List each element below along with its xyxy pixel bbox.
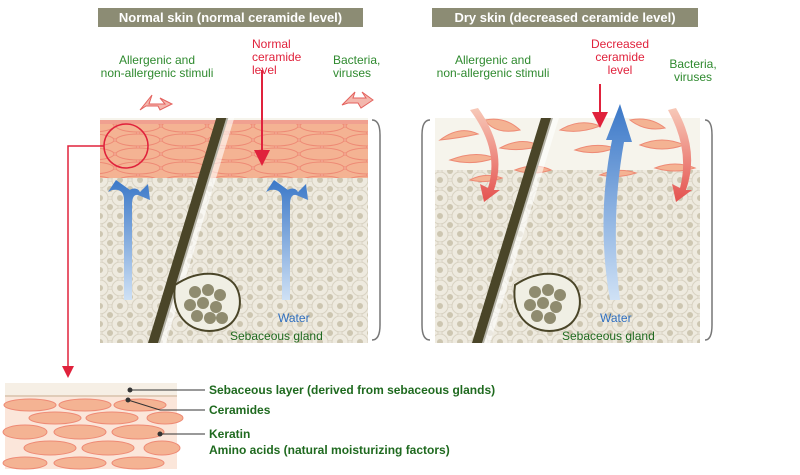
bacteria-label-left: Bacteria, viruses	[333, 53, 381, 80]
stimuli-label-left: Allergenic and non-allergenic stimuli	[100, 53, 214, 80]
normal-skin-panel	[100, 118, 368, 343]
sebaceous-gland-right	[513, 272, 581, 332]
legend-amino-acids: Amino acids (natural moisturizing factor…	[209, 443, 450, 457]
stimuli-arrow-left	[139, 94, 174, 111]
water-label-right: Water	[600, 311, 632, 325]
bracket-left-panel	[371, 119, 381, 341]
stimuli-penetration-arrow	[470, 108, 500, 202]
bracket-right-panel-left	[421, 119, 431, 341]
zoom-connector	[62, 145, 104, 378]
bracket-right-panel-right	[704, 119, 713, 341]
stimuli-label-right: Allergenic and non-allergenic stimuli	[436, 53, 550, 80]
dry-skin-title: Dry skin (decreased ceramide level)	[432, 8, 698, 27]
ceramide-label-left: Normal ceramide level	[252, 37, 302, 77]
gland-label-right: Sebaceous gland	[562, 329, 655, 343]
ceramide-label-right: Decreased ceramide level	[590, 37, 650, 77]
bacteria-label-right: Bacteria, viruses	[669, 57, 717, 84]
bacteria-arrow-left	[341, 91, 374, 109]
bacteria-penetration-arrow	[668, 108, 692, 202]
sebaceous-gland-left	[173, 272, 241, 332]
legend-ceramides: Ceramides	[209, 403, 271, 417]
layer-detail	[2, 383, 205, 470]
legend-sebaceous-layer: Sebaceous layer (derived from sebaceous …	[209, 383, 496, 397]
water-label-left: Water	[278, 311, 310, 325]
water-arrows-left	[108, 180, 308, 300]
water-arrow-right	[603, 104, 632, 300]
legend-keratin: Keratin	[209, 427, 251, 441]
gland-label-left: Sebaceous gland	[230, 329, 323, 343]
normal-skin-title: Normal skin (normal ceramide level)	[98, 8, 363, 27]
